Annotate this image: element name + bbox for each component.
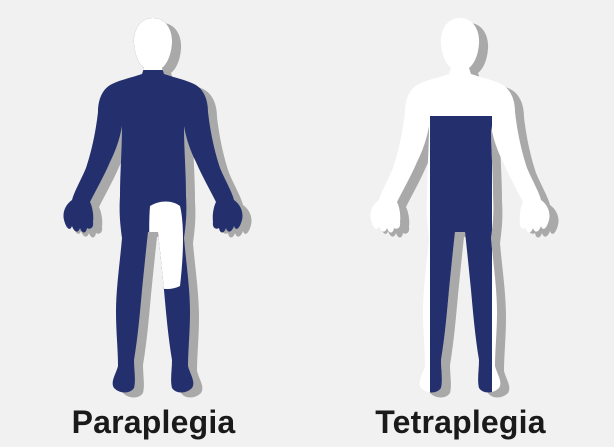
tetraplegia-panel: Tetraplegia [307, 0, 614, 447]
unaffected-head [100, 0, 210, 70]
body-figure-paraplegia-icon [0, 0, 307, 400]
paraplegia-panel: Paraplegia [0, 0, 307, 447]
partial-sensation-region [95, 254, 114, 334]
paraplegia-label: Paraplegia [0, 400, 307, 444]
body-figure-tetraplegia-icon [307, 0, 614, 400]
tetraplegia-label: Tetraplegia [307, 400, 614, 444]
